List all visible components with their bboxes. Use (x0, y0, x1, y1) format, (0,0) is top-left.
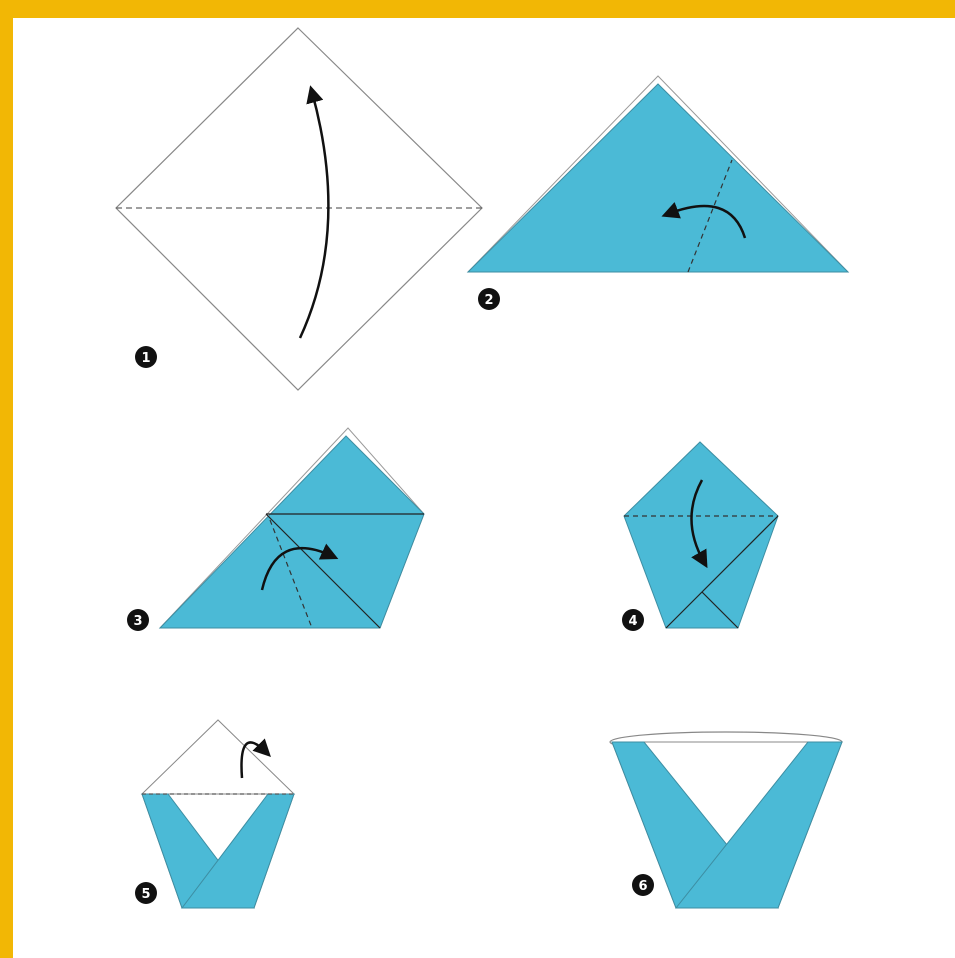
step-2: 2 (466, 75, 850, 310)
step-3-body (158, 435, 425, 629)
step-6-right-flap (674, 741, 843, 909)
step-1-fold-arrow (298, 85, 330, 339)
step-2-crease (687, 159, 733, 273)
step-6-badge (632, 874, 654, 896)
step-3-fold-diagonal (265, 513, 381, 629)
step-1: 1 (115, 27, 483, 391)
step-5: 5 (135, 719, 296, 909)
frame-border-left (0, 0, 13, 958)
step-5-badge (135, 882, 157, 904)
step-1-paper (115, 27, 483, 391)
frame-border-top (0, 0, 955, 18)
step-4-body (623, 441, 779, 629)
step-2-fold-arrow (661, 202, 747, 239)
step-6-number: 6 (638, 879, 647, 894)
step-6: 6 (609, 731, 843, 909)
step-4-fold-line-b (701, 591, 739, 629)
step-2-triangle (466, 83, 850, 273)
step-4-fold-arrow (690, 479, 708, 569)
step-4-number: 4 (628, 614, 637, 629)
step-5-top-flap (140, 719, 296, 795)
step-4-fold-line-a (665, 515, 779, 629)
step-1-number: 1 (141, 351, 150, 366)
step-1-badge (135, 346, 157, 368)
step-4-badge (622, 609, 644, 631)
step-3-fold-arrow (260, 543, 339, 591)
step-3-number: 3 (133, 614, 142, 629)
step-2-number: 2 (484, 293, 493, 308)
step-4: 4 (622, 441, 779, 631)
step-2-badge (478, 288, 500, 310)
step-3-crease (269, 519, 313, 629)
step-5-number: 5 (141, 887, 150, 902)
step-5-fold-arrow (240, 738, 271, 779)
step-3-badge (127, 609, 149, 631)
step-3: 3 (127, 427, 425, 631)
